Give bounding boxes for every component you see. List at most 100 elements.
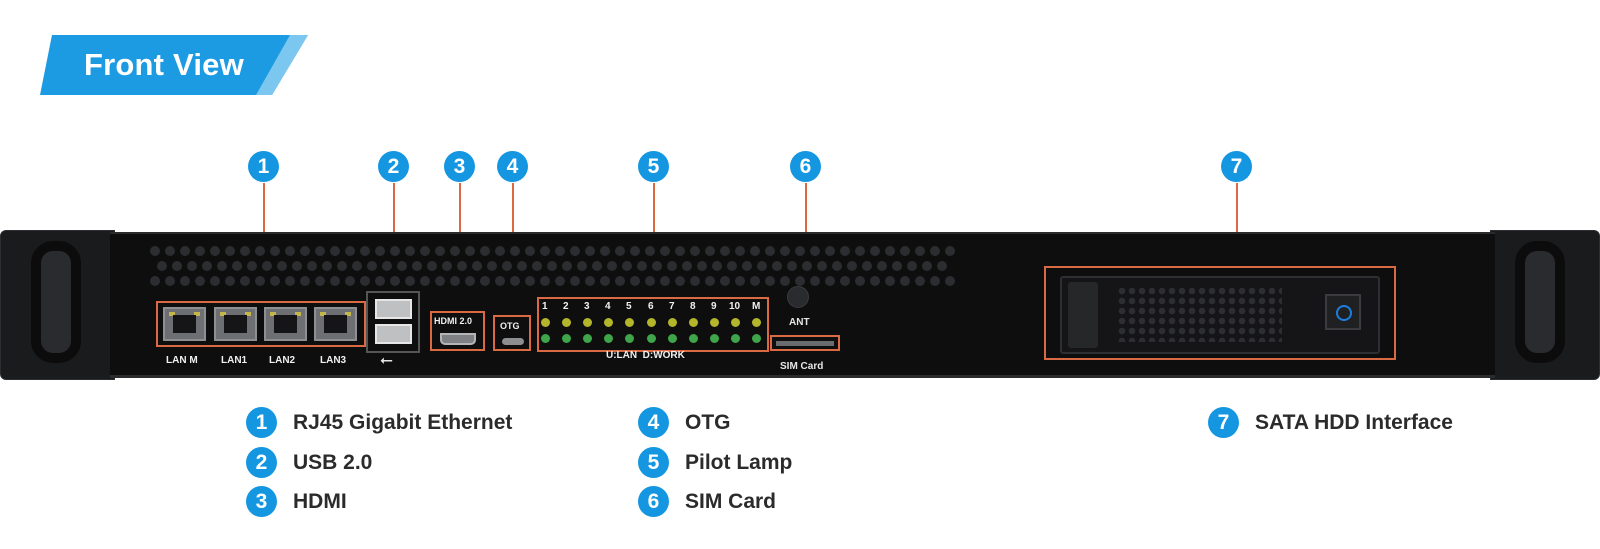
legend-item-3: 3 HDMI [246,486,347,517]
legend-text-7: SATA HDD Interface [1255,410,1453,434]
sim-card-slot[interactable] [776,341,834,346]
right-handle [1515,241,1565,363]
lan-port-m[interactable] [163,307,206,341]
led-number-9: 9 [711,301,717,312]
led-number-3: 3 [584,301,590,312]
usb-port-bottom[interactable] [375,324,412,344]
lan-label-m: LAN M [166,355,198,366]
usb-port-top[interactable] [375,299,412,319]
legend-badge-4: 4 [638,407,669,438]
led-work-10 [731,334,740,343]
sim-card-label: SIM Card [780,361,824,372]
otg-port-box: OTG [493,315,531,351]
legend-badge-5: 5 [638,447,669,478]
legend-item-7: 7 SATA HDD Interface [1208,407,1453,438]
usb-icon: ⭠ [380,352,393,369]
led-work-5 [625,334,634,343]
led-work-3 [583,334,592,343]
usb-port-group [366,291,420,353]
pilot-lamp-box: 1 2 3 4 5 6 7 8 9 10 M [537,297,769,352]
legend-badge-6: 6 [638,486,669,517]
legend-item-6: 6 SIM Card [638,486,776,517]
callout-badge-6: 6 [790,151,821,182]
vent-row-3 [150,276,955,286]
legend-item-1: 1 RJ45 Gigabit Ethernet [246,407,512,438]
front-panel: LAN M LAN1 LAN2 LAN3 ⭠ HDMI 2.0 OTG 1 2 … [110,232,1495,378]
legend-text-3: HDMI [293,489,347,513]
led-number-m: M [752,301,761,312]
right-rack-ear [1490,230,1600,380]
callout-badge-2: 2 [378,151,409,182]
lan-port-group [156,301,366,347]
led-lan-10 [731,318,740,327]
otg-label: OTG [500,321,520,331]
hdd-lock[interactable] [1325,294,1361,330]
left-handle [31,241,81,363]
lan-label-1: LAN1 [221,355,248,366]
callout-line-7 [1236,183,1238,265]
hdd-tray-vent [1117,286,1282,342]
led-lan-7 [668,318,677,327]
led-number-10: 10 [729,301,741,312]
legend-text-6: SIM Card [685,489,777,513]
led-work-7 [668,334,677,343]
otg-port[interactable] [502,338,524,345]
hdmi-port-box: HDMI 2.0 [430,311,485,351]
led-work-9 [710,334,719,343]
led-work-8 [689,334,698,343]
vent-row-1 [150,246,955,256]
legend-item-4: 4 OTG [638,407,731,438]
led-lan-m [752,318,761,327]
hdmi-port[interactable] [440,333,476,345]
led-lan-1 [541,318,550,327]
lan-port-3[interactable] [314,307,357,341]
callout-badge-7: 7 [1221,151,1252,182]
vent-row-2 [157,261,947,271]
hdd-tray[interactable] [1060,276,1380,354]
lan-port-1[interactable] [214,307,257,341]
legend-text-4: OTG [685,410,731,434]
legend-badge-3: 3 [246,486,277,517]
led-caption: U:LAN D:WORK [606,350,685,361]
led-lan-4 [604,318,613,327]
led-lan-6 [647,318,656,327]
page-title: Front View [84,47,244,82]
led-lan-2 [562,318,571,327]
legend-text-2: USB 2.0 [293,450,373,474]
hdmi-label: HDMI 2.0 [434,316,473,326]
led-number-1: 1 [542,301,548,312]
hdd-bay-box [1044,266,1396,360]
antenna-connector [787,286,809,308]
callout-badge-4: 4 [497,151,528,182]
led-lan-3 [583,318,592,327]
ant-label: ANT [789,317,810,328]
section-title-tab: Front View [40,35,308,95]
led-work-m [752,334,761,343]
led-lan-9 [710,318,719,327]
lan-label-3: LAN3 [320,355,347,366]
led-work-1 [541,334,550,343]
lan-label-2: LAN2 [269,355,296,366]
led-work-2 [562,334,571,343]
led-number-6: 6 [648,301,654,312]
power-icon [1336,305,1352,321]
callout-badge-3: 3 [444,151,475,182]
legend-text-5: Pilot Lamp [685,450,793,474]
legend-badge-7: 7 [1208,407,1239,438]
legend-badge-2: 2 [246,447,277,478]
led-work-4 [604,334,613,343]
callout-badge-1: 1 [248,151,279,182]
legend-item-5: 5 Pilot Lamp [638,447,792,478]
sim-card-box [770,335,840,351]
led-lan-5 [625,318,634,327]
callout-badge-5: 5 [638,151,669,182]
legend-badge-1: 1 [246,407,277,438]
led-work-6 [647,334,656,343]
led-number-5: 5 [626,301,632,312]
left-rack-ear [0,230,115,380]
hdd-tray-handle[interactable] [1068,282,1098,348]
title-tab-shape [40,35,308,95]
lan-port-2[interactable] [264,307,307,341]
led-number-4: 4 [605,301,611,312]
legend-text-1: RJ45 Gigabit Ethernet [293,410,513,434]
